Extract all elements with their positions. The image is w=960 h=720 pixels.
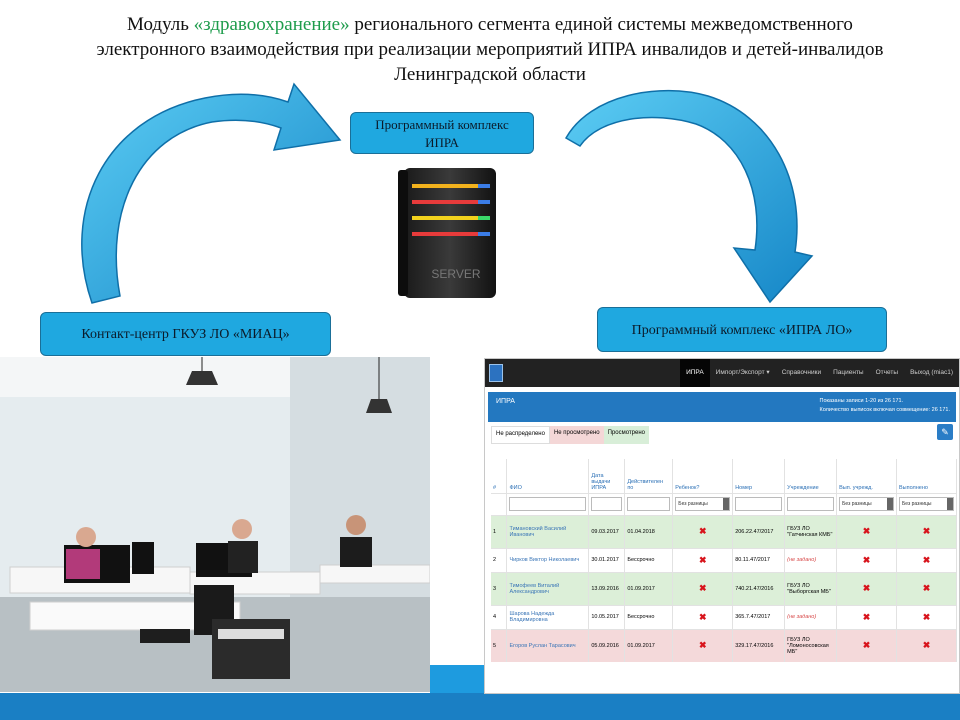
server-label: SERVER <box>431 267 480 281</box>
row-institution: (не задано) <box>784 547 838 572</box>
footer-bar <box>0 693 960 720</box>
contact-center-box: Контакт-центр ГКУЗ ЛО «МИАЦ» <box>40 312 331 356</box>
row-institution: (не задано) <box>784 604 838 629</box>
row-done-mark: ✖ <box>896 628 957 662</box>
row-date: 10.05.2017 <box>588 604 626 629</box>
row-number-id: 740.21.47/2016 <box>732 571 786 605</box>
row-fio: Шарова Надежда Владимировна <box>506 604 590 629</box>
row-exec-mark: ✖ <box>836 514 898 548</box>
panel-header: ИПРА Показаны записи 1-20 из 26 171. Кол… <box>488 392 956 422</box>
row-number-id: 80.11.47/2017 <box>732 547 786 572</box>
nav-ipra[interactable]: ИПРА <box>680 359 710 387</box>
ipra-app-screenshot: ИПРА Импорт/Экспорт ▾ Справочники Пациен… <box>484 358 960 694</box>
row-date: 05.09.2016 <box>588 628 626 662</box>
row-valid: Бессрочно <box>624 604 674 629</box>
row-exec-mark: ✖ <box>836 547 898 572</box>
row-done-mark: ✖ <box>896 604 957 629</box>
filter-valid-input[interactable] <box>627 497 671 511</box>
server-icon: SERVER <box>398 168 496 298</box>
row-done-mark: ✖ <box>896 547 957 572</box>
row-institution: ГБУЗ ЛО "Гатчинская КМБ" <box>784 514 838 548</box>
nav-directories[interactable]: Справочники <box>781 369 822 376</box>
title-highlight: «здравоохранение» <box>193 14 350 35</box>
row-done-mark: ✖ <box>896 571 957 605</box>
row-number: 4 <box>491 604 508 629</box>
tab-unviewed[interactable]: Не просмотрено <box>549 426 604 444</box>
row-exec-mark: ✖ <box>836 571 898 605</box>
row-number-id: 365.7.47/2017 <box>732 604 786 629</box>
row-number: 1 <box>491 514 508 548</box>
tab-unassigned[interactable]: Не распределено <box>491 426 550 444</box>
row-number: 3 <box>491 571 508 605</box>
ipra-table: # ФИО Дата выдачи ИПРА Действителен по Р… <box>491 459 957 662</box>
status-tabs: Не распределено Не просмотрено Просмотре… <box>491 426 649 444</box>
filter-row: Без разницы Без разницы Без разницы <box>491 492 957 515</box>
nav-reports[interactable]: Отчеты <box>875 369 899 376</box>
ipra-lo-box: Программный комплекс «ИПРА ЛО» <box>597 307 887 352</box>
app-logo-icon <box>489 364 503 382</box>
settings-wrench-icon[interactable]: ✎ <box>937 424 953 440</box>
row-child-mark: ✖ <box>672 628 734 662</box>
row-fio: Чирков Виктор Николаевич <box>506 547 590 572</box>
panel-title: ИПРА <box>496 398 515 405</box>
title-line-2: электронного взаимодействия при реализац… <box>96 39 884 60</box>
filter-done-select[interactable]: Без разницы <box>899 497 954 511</box>
nav-logout[interactable]: Выход (miac1) <box>910 369 953 376</box>
row-number: 5 <box>491 628 508 662</box>
nav-import-export[interactable]: Импорт/Экспорт ▾ <box>715 369 770 376</box>
filter-exec-inst-select[interactable]: Без разницы <box>839 497 895 511</box>
row-valid: 01.09.2017 <box>624 628 674 662</box>
office-photo <box>0 357 430 692</box>
app-navbar: ИПРА Импорт/Экспорт ▾ Справочники Пациен… <box>485 359 959 387</box>
row-date: 13.09.2016 <box>588 571 626 605</box>
nav-patients[interactable]: Пациенты <box>833 369 864 376</box>
row-child-mark: ✖ <box>672 571 734 605</box>
row-exec-mark: ✖ <box>836 628 898 662</box>
row-fio: Тимофеев Виталий Александрович <box>506 571 590 605</box>
row-date: 09.03.2017 <box>588 514 626 548</box>
filter-institution-input[interactable] <box>787 497 835 511</box>
row-date: 30.01.2017 <box>588 547 626 572</box>
row-number-id: 206.22.47/2017 <box>732 514 786 548</box>
center-system-box: Программный комплекс ИПРА <box>350 112 534 154</box>
slide-title: Модуль «здравоохранение» регионального с… <box>40 12 940 87</box>
title-line-1: Модуль «здравоохранение» регионального с… <box>127 14 853 35</box>
filter-fio-input[interactable] <box>509 497 587 511</box>
row-institution: ГБУЗ ЛО "Ломоносовская МБ" <box>784 628 838 662</box>
row-valid: 01.04.2018 <box>624 514 674 548</box>
right-curved-arrow <box>564 89 814 304</box>
filter-number-input[interactable] <box>735 497 783 511</box>
filter-child-select[interactable]: Без разницы <box>675 497 731 511</box>
row-fio: Тимановский Василий Иванович <box>506 514 590 548</box>
filter-date-input[interactable] <box>591 497 623 511</box>
table-header: # ФИО Дата выдачи ИПРА Действителен по Р… <box>491 459 957 493</box>
row-fio: Егоров Руслан Тарасович <box>506 628 590 662</box>
left-curved-arrow <box>81 82 342 304</box>
row-institution: ГБУЗ ЛО "Выборгская МБ" <box>784 571 838 605</box>
tab-viewed[interactable]: Просмотрено <box>603 426 649 444</box>
row-valid: Бессрочно <box>624 547 674 572</box>
row-done-mark: ✖ <box>896 514 957 548</box>
records-info: Показаны записи 1-20 из 26 171. Количест… <box>819 398 951 413</box>
title-line-3: Ленинградской области <box>394 64 586 85</box>
row-child-mark: ✖ <box>672 604 734 629</box>
row-exec-mark: ✖ <box>836 604 898 629</box>
row-number-id: 329.17.47/2016 <box>732 628 786 662</box>
row-child-mark: ✖ <box>672 514 734 548</box>
row-valid: 01.09.2017 <box>624 571 674 605</box>
row-child-mark: ✖ <box>672 547 734 572</box>
row-number: 2 <box>491 547 508 572</box>
